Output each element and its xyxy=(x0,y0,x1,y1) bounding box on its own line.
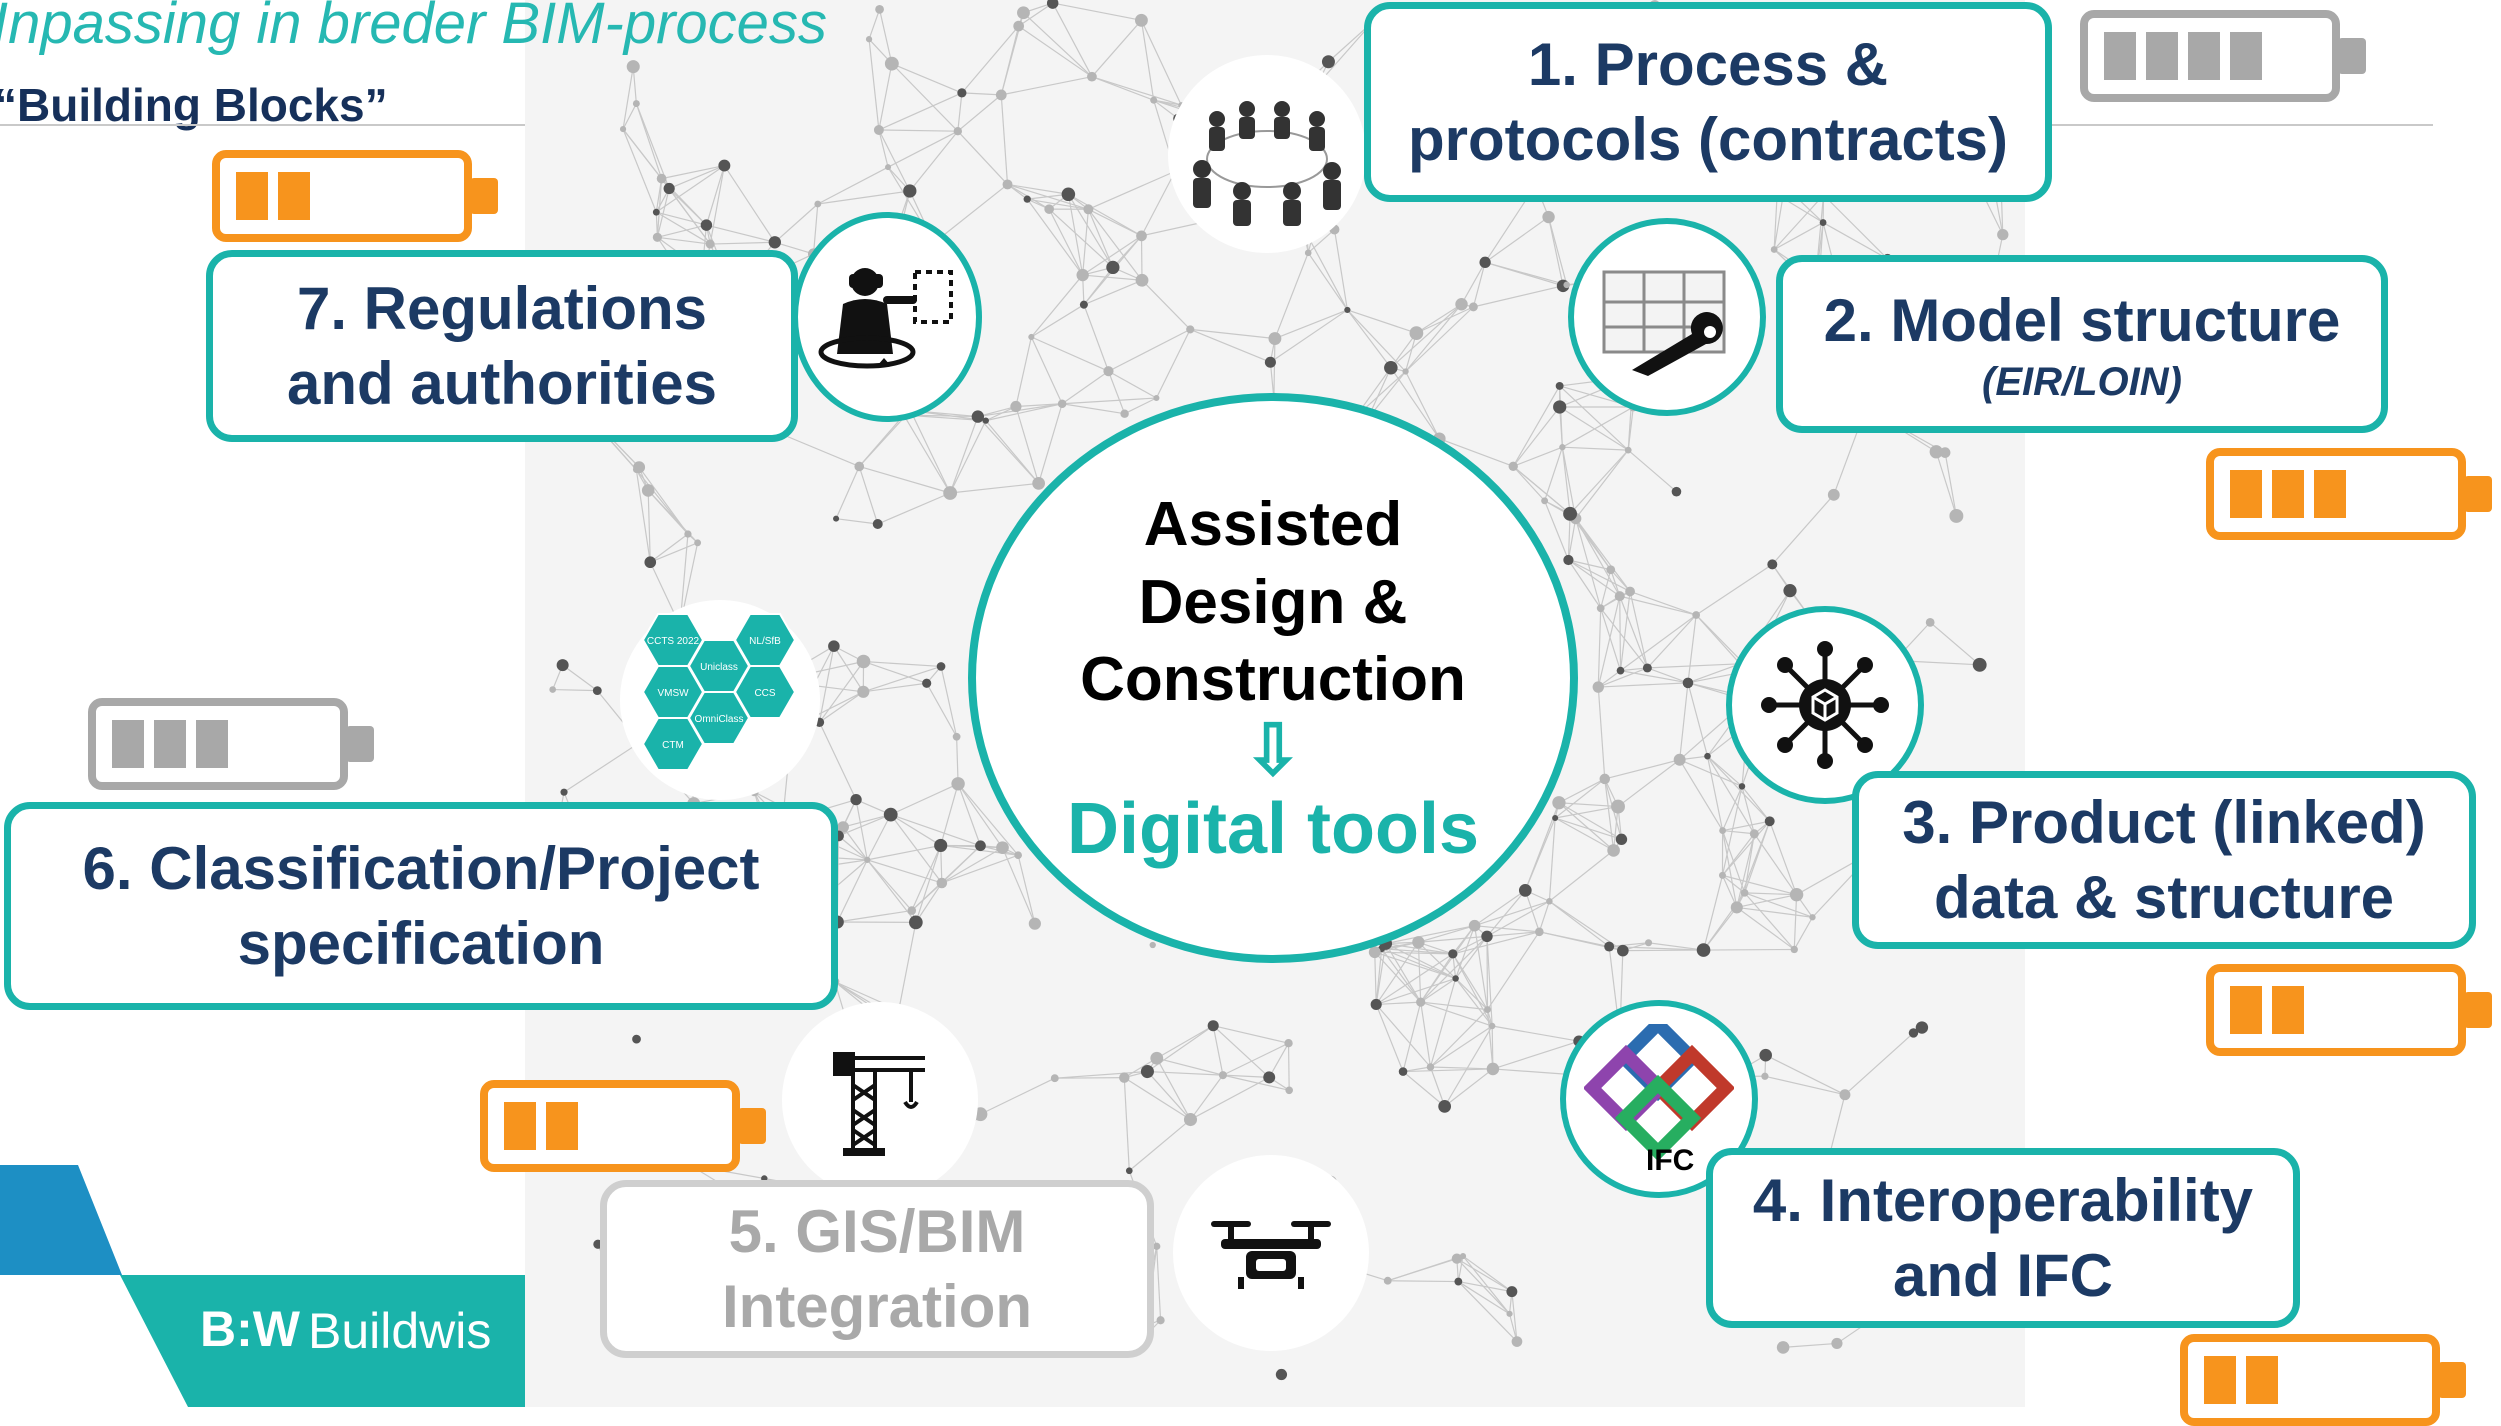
buildwise-logo-text: Buildwis xyxy=(308,1302,491,1360)
block-6-line-2: specification xyxy=(238,906,605,981)
crane-icon xyxy=(782,1002,978,1198)
svg-text:NL/SfB: NL/SfB xyxy=(749,636,781,647)
svg-text:CCS: CCS xyxy=(754,688,775,699)
battery-cell xyxy=(2204,1356,2236,1404)
ifc-label: IFC xyxy=(1646,1144,1694,1174)
block-6-classification: 6. Classification/Project specification xyxy=(4,802,838,1010)
battery-cell xyxy=(2188,32,2220,80)
battery-cell xyxy=(236,172,268,220)
battery-cell xyxy=(2246,1356,2278,1404)
block-7-line-2: and authorities xyxy=(287,346,717,421)
block-6-line-1: 6. Classification/Project xyxy=(83,831,760,906)
battery-cell xyxy=(2272,986,2304,1034)
buildwise-logo-mark: B:W xyxy=(200,1300,300,1358)
block-4-line-1: 4. Interoperability xyxy=(1753,1163,2253,1238)
battery-cell xyxy=(112,720,144,768)
block-5-line-1: 5. GIS/BIM xyxy=(729,1194,1026,1269)
battery-cell xyxy=(504,1102,536,1150)
block-1-line-2: protocols (contracts) xyxy=(1408,102,2008,177)
block-5-gis-bim: 5. GIS/BIM Integration xyxy=(600,1180,1154,1358)
battery-cell xyxy=(2272,470,2304,518)
svg-text:VMSW: VMSW xyxy=(657,688,689,699)
block-5-line-2: Integration xyxy=(722,1269,1032,1344)
central-topic-circle: Assisted Design & Construction ⇩ Digital… xyxy=(968,393,1578,963)
svg-text:OmniClass: OmniClass xyxy=(695,714,744,725)
center-line-3: Construction xyxy=(1080,641,1466,719)
battery-gauge-4 xyxy=(2180,1334,2472,1426)
header-divider-right xyxy=(2050,124,2433,126)
block-4-line-2: and IFC xyxy=(1893,1238,2113,1313)
battery-cell xyxy=(154,720,186,768)
svg-text:CCTS 2022: CCTS 2022 xyxy=(647,636,700,647)
header-divider-left xyxy=(0,124,525,126)
block-2-sub: (EIR/LOIN) xyxy=(1982,358,2182,406)
battery-cell xyxy=(2146,32,2178,80)
block-4-interoperability-ifc: 4. Interoperability and IFC xyxy=(1706,1148,2300,1328)
battery-gauge-1 xyxy=(2080,10,2372,102)
page-title: Inpassing in breder BIM-process xyxy=(0,0,827,57)
battery-cell xyxy=(278,172,310,220)
drone-icon xyxy=(1173,1155,1369,1351)
center-line-4: Digital tools xyxy=(1067,788,1479,870)
battery-cell xyxy=(2230,32,2262,80)
battery-gauge-5 xyxy=(480,1080,772,1172)
block-2-line-1: 2. Model structure xyxy=(1824,283,2341,358)
center-line-2: Design & xyxy=(1139,564,1408,642)
battery-gauge-2 xyxy=(2206,448,2498,540)
battery-cell xyxy=(2104,32,2136,80)
block-3-line-1: 3. Product (linked) xyxy=(1902,785,2425,860)
meeting-people-icon xyxy=(1168,55,1366,253)
vr-person-icon xyxy=(792,212,982,422)
svg-text:CTM: CTM xyxy=(662,740,684,751)
battery-gauge-3 xyxy=(2206,964,2498,1056)
block-2-model-structure: 2. Model structure (EIR/LOIN) xyxy=(1776,255,2388,433)
battery-cell xyxy=(2230,470,2262,518)
battery-cell xyxy=(2314,470,2346,518)
logo-band xyxy=(0,1165,525,1407)
block-3-product-data: 3. Product (linked) data & structure xyxy=(1852,771,2476,949)
block-1-process-protocols: 1. Process & protocols (contracts) xyxy=(1364,2,2052,202)
down-arrow-icon: ⇩ xyxy=(1244,719,1303,782)
block-7-line-1: 7. Regulations xyxy=(297,271,707,346)
battery-cell xyxy=(2230,986,2262,1034)
block-3-line-2: data & structure xyxy=(1934,860,2394,935)
building-wrench-icon xyxy=(1568,218,1766,416)
battery-cell xyxy=(546,1102,578,1150)
svg-text:Uniclass: Uniclass xyxy=(700,662,738,673)
battery-cell xyxy=(196,720,228,768)
center-line-1: Assisted xyxy=(1144,486,1402,564)
battery-gauge-7 xyxy=(212,150,504,242)
block-7-regulations: 7. Regulations and authorities xyxy=(206,250,798,442)
block-1-line-1: 1. Process & xyxy=(1528,27,1888,102)
battery-gauge-6 xyxy=(88,698,380,790)
